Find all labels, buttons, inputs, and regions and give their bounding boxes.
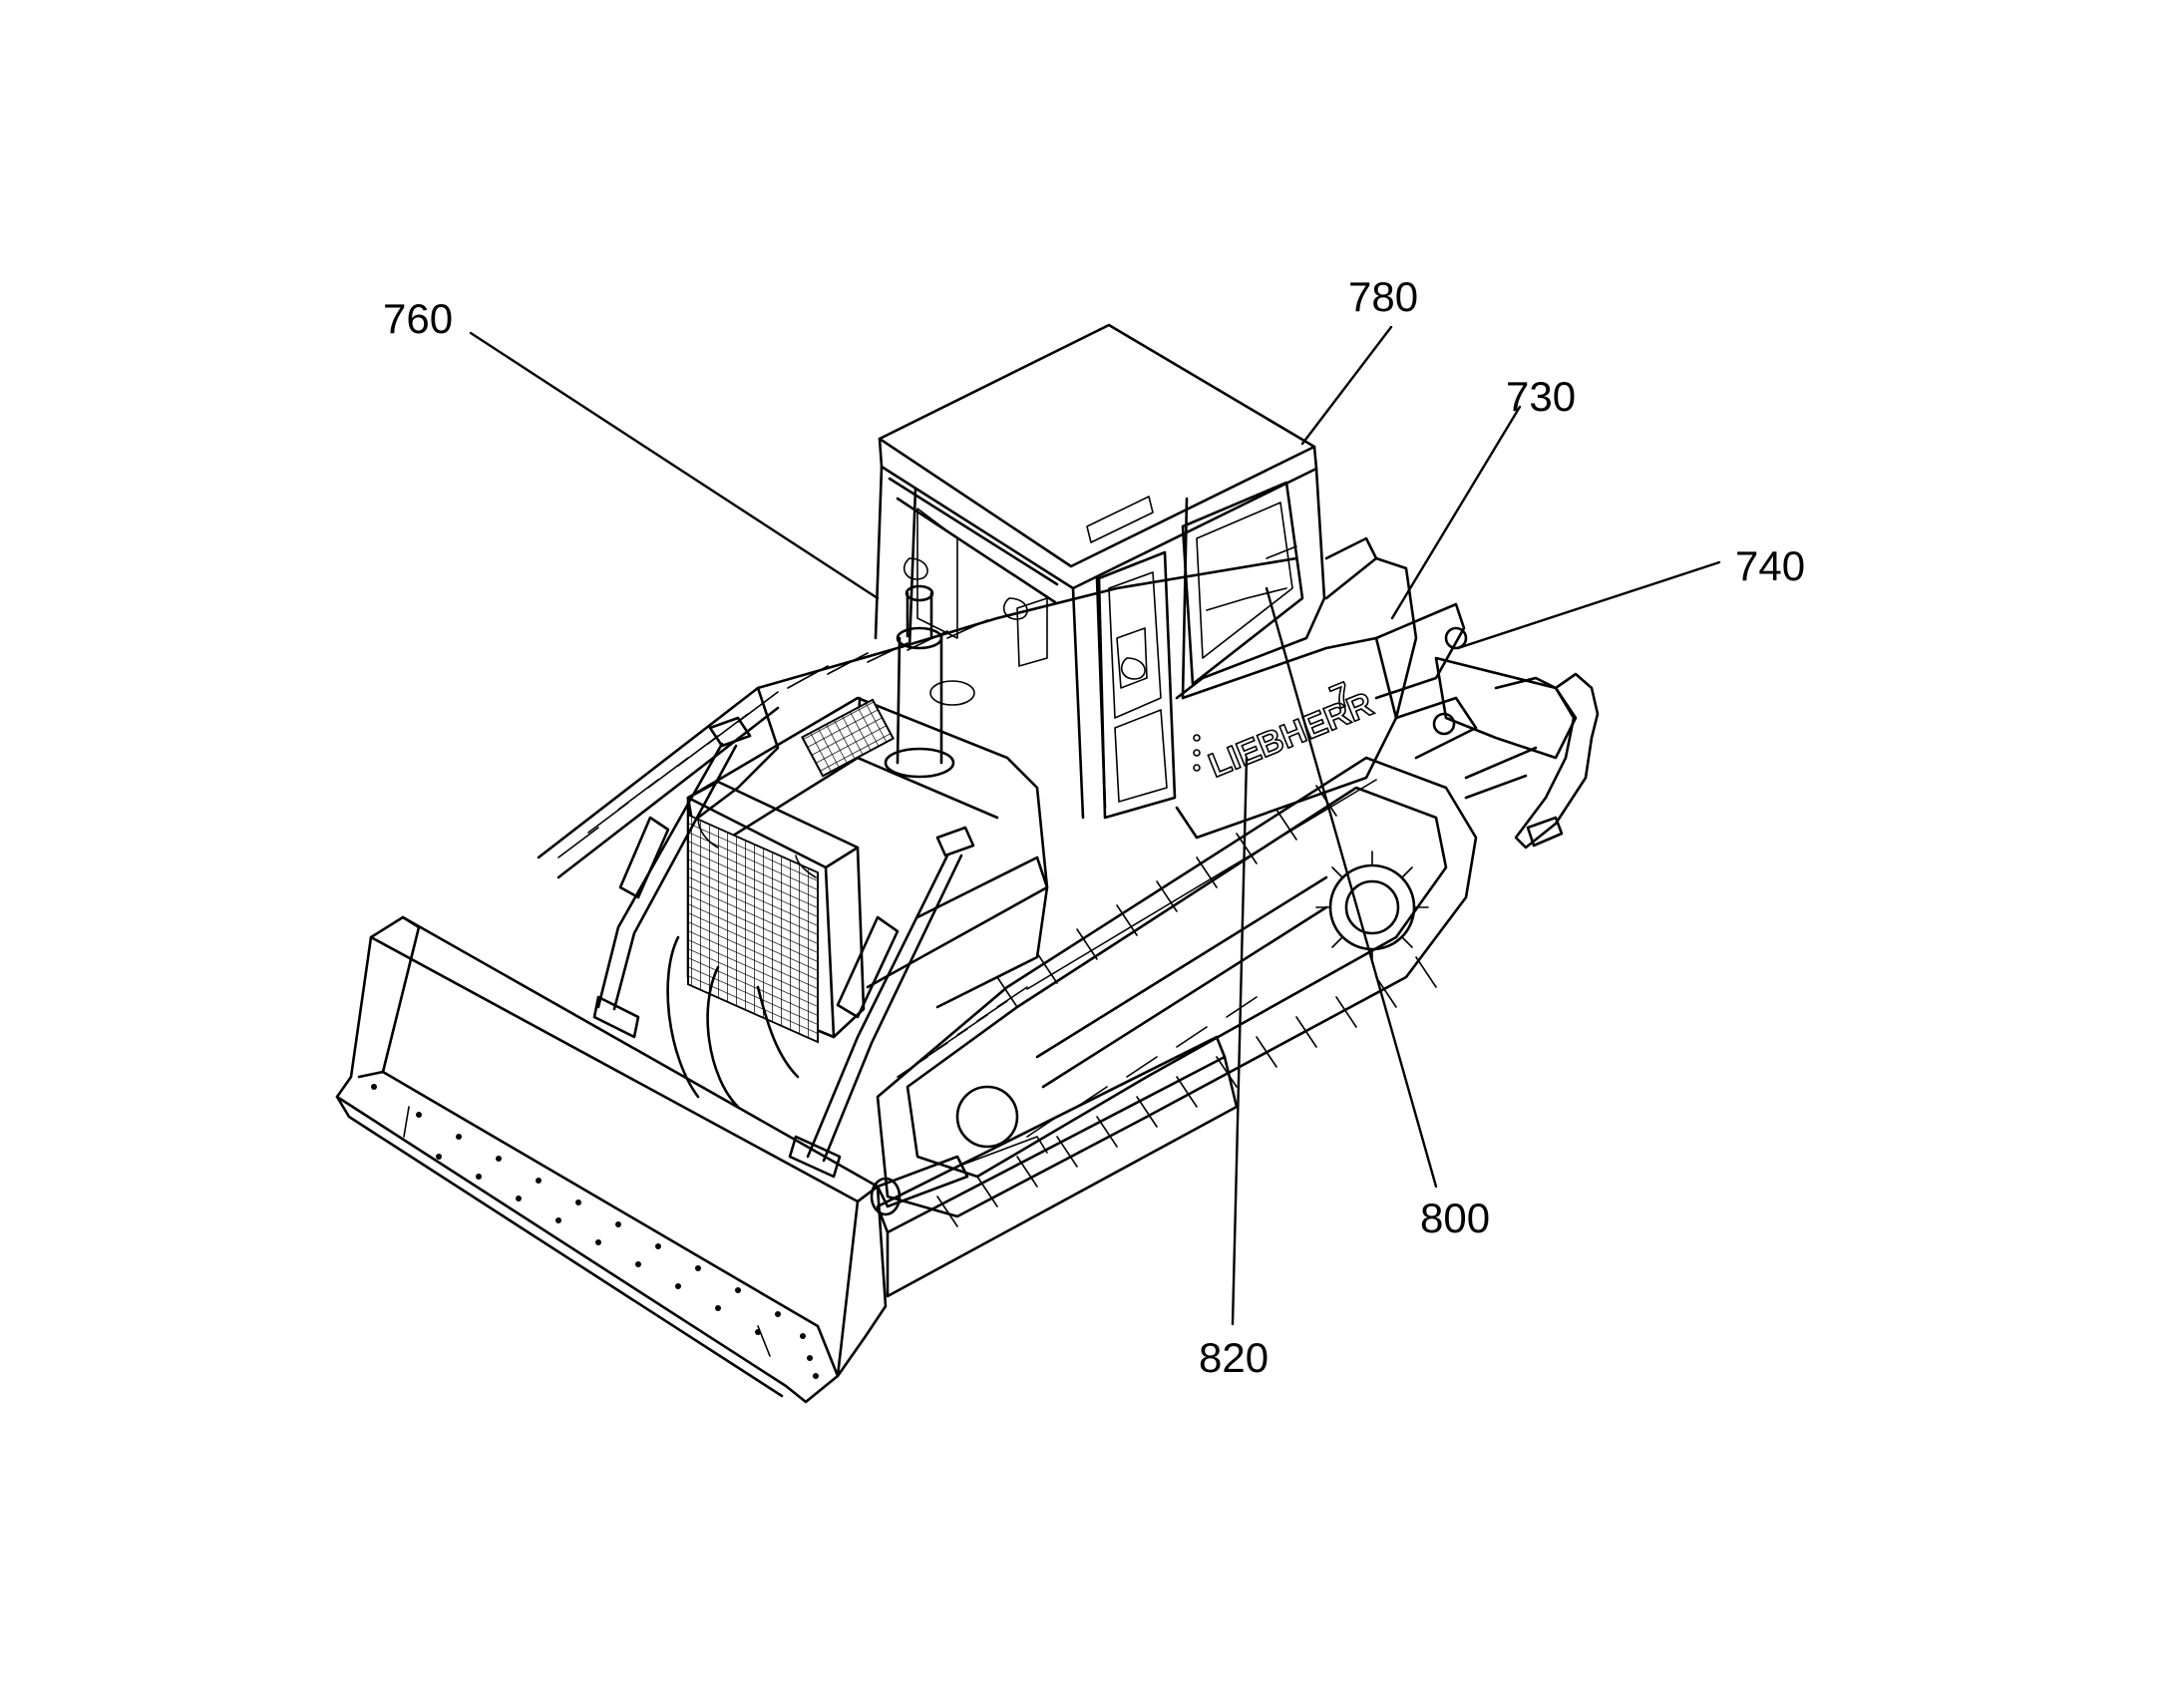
callout-740: 740 [1735, 542, 1805, 589]
callout-labels: 760 780 730 740 800 820 [383, 273, 1805, 1381]
rear-body: LIEBHERR 7 [1175, 536, 1418, 840]
callout-820: 820 [1199, 1334, 1269, 1381]
drive-sprocket [1315, 851, 1429, 964]
leader-780 [1300, 325, 1393, 446]
leader-800 [1265, 586, 1438, 1189]
callout-780: 780 [1348, 273, 1418, 320]
bulldozer-drawing: LIEBHERR 7 [335, 323, 1600, 1404]
cab-side-window [1181, 481, 1304, 686]
callout-760: 760 [383, 295, 453, 342]
dozer-blade [335, 915, 888, 1404]
blade-lift-cylinders [592, 716, 975, 1179]
exhaust-stack [884, 584, 975, 779]
ripper-assembly [1374, 602, 1600, 850]
hood-vent [801, 698, 895, 778]
engine-hood [686, 584, 1049, 1009]
callout-730: 730 [1506, 373, 1576, 420]
leader-740 [1456, 560, 1721, 650]
operator-cab [874, 323, 1326, 820]
side-panel [915, 855, 1049, 1009]
push-frame [870, 1035, 1239, 1298]
callout-800: 800 [1420, 1195, 1490, 1241]
tilt-cylinder [876, 1155, 969, 1208]
radiator-grille [666, 780, 866, 1109]
leader-730 [1390, 405, 1522, 620]
near-track [876, 756, 1478, 1227]
front-idler [955, 1085, 1019, 1149]
ripper-frame [1434, 656, 1578, 760]
leader-820 [1231, 756, 1249, 1326]
cutting-edge-bolts [371, 1084, 819, 1379]
ripper-shank [1514, 672, 1600, 850]
leader-760 [469, 331, 880, 600]
leader-lines [469, 325, 1721, 1326]
